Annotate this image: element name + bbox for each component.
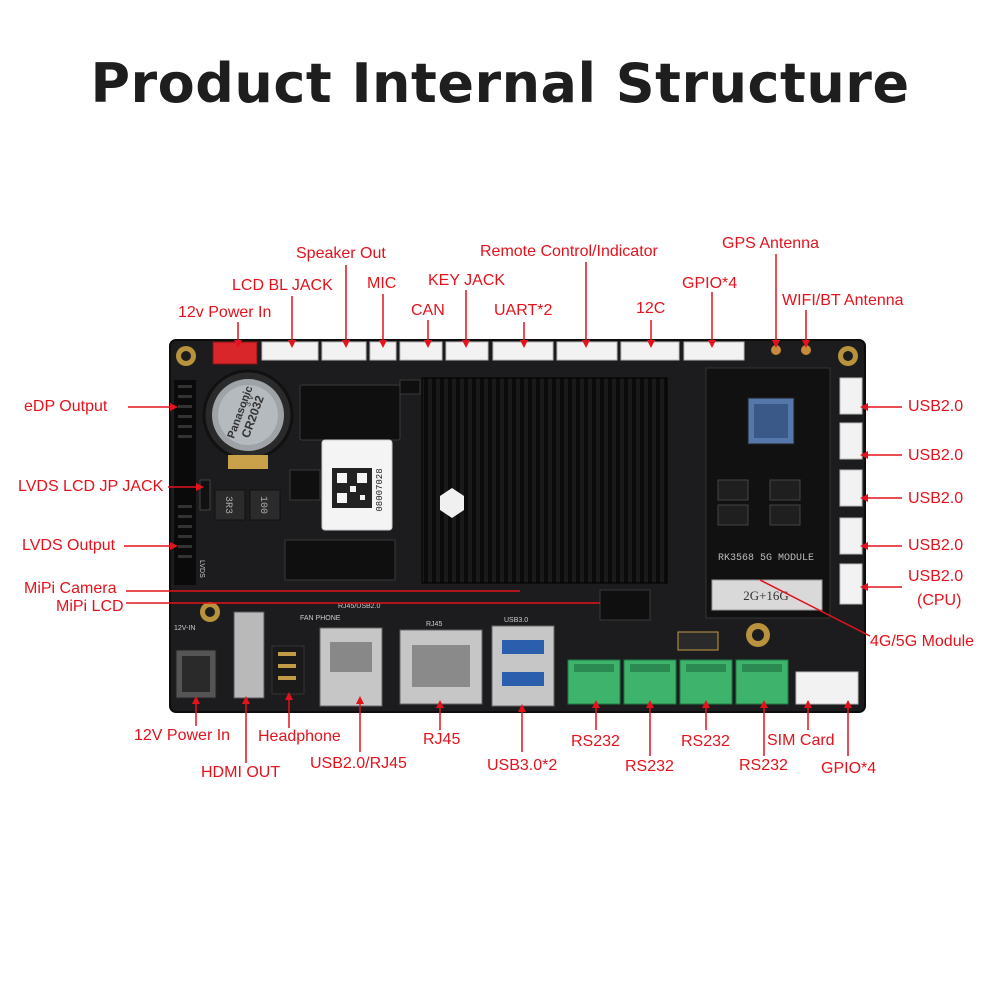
label-mic: MIC [367,275,397,292]
label-power-in-bottom: 12V Power In [134,727,231,744]
serial-number: 08007028 [375,468,385,511]
label-rs232-3: RS232 [681,733,730,750]
label-gpio4-bottom: GPIO*4 [821,760,877,777]
label-usb20-2: USB2.0 [908,447,964,464]
label-rs232-4: RS232 [739,757,788,774]
heatsink [421,377,668,584]
label-usb20-cpu: USB2.0 [908,568,964,585]
sim-gpio-connector [795,671,859,705]
mark-lvds: LVDS [198,560,205,578]
label-edp-output: eDP Output [24,398,108,415]
mark-rj45-usb: RJ45/USB2.0 [338,603,381,610]
label-power-in-top: 12v Power In [178,304,272,321]
svg-text:3R3: 3R3 [222,496,233,514]
usb30-port [491,625,555,707]
label-lvds-output: LVDS Output [22,537,116,554]
lvds-jp-jack [199,479,211,511]
label-remote-control: Remote Control/Indicator [480,243,658,260]
label-lcd-bl-jack: LCD BL JACK [232,277,333,294]
module-slot [711,579,823,611]
top-connectors [261,341,745,361]
label-gpio4-top: GPIO*4 [682,275,738,292]
label-can: CAN [411,302,445,319]
label-4g5g-module: 4G/5G Module [870,633,975,650]
battery-voltage: 3 V [243,393,256,408]
label-uart2: UART*2 [494,302,553,319]
label-mipi-lcd: MiPi LCD [56,598,124,615]
label-usb30-2: USB3.0*2 [487,757,558,774]
thermal-post [440,488,464,518]
leader-lines [124,254,902,763]
svg-text:100: 100 [257,496,268,514]
label-usb20-1: USB2.0 [908,398,964,415]
page-title: Product Internal Structure [90,52,910,115]
label-usb20-3: USB2.0 [908,490,964,507]
label-usb20-4: USB2.0 [908,537,964,554]
module-mark: RK3568 5G MODULE [718,553,814,564]
label-cpu: (CPU) [917,592,962,609]
label-rs232-1: RS232 [571,733,620,750]
inductor-b [249,489,281,521]
mark-ports: FAN PHONE [300,615,341,622]
label-sim-card: SIM Card [767,732,835,749]
inductor-a [214,489,246,521]
label-wifi-bt-antenna: WIFI/BT Antenna [782,292,904,309]
label-mipi-camera: MiPi Camera [24,580,117,597]
label-rs232-2: RS232 [625,758,674,775]
mark-usb30: USB3.0 [504,617,528,624]
label-speaker-out: Speaker Out [296,245,386,262]
hdmi-port [233,611,265,699]
label-usb20-rj45: USB2.0/RJ45 [310,755,407,772]
label-hdmi-out: HDMI OUT [201,764,281,781]
edp-header [174,380,196,585]
label-lvds-lcd-jp-jack: LVDS LCD JP JACK [18,478,164,495]
label-i2c: 12C [636,300,666,317]
mark-power: 12V-IN [174,625,195,632]
mark-rj45: RJ45 [426,621,442,628]
label-gps-antenna: GPS Antenna [722,235,819,252]
power-in-top-connector [212,341,258,365]
label-rj45: RJ45 [423,731,461,748]
label-key-jack: KEY JACK [428,272,506,289]
sim-slot-mark: 2G+16G [743,588,789,603]
label-headphone: Headphone [258,728,341,745]
right-usb-connectors [839,377,863,605]
